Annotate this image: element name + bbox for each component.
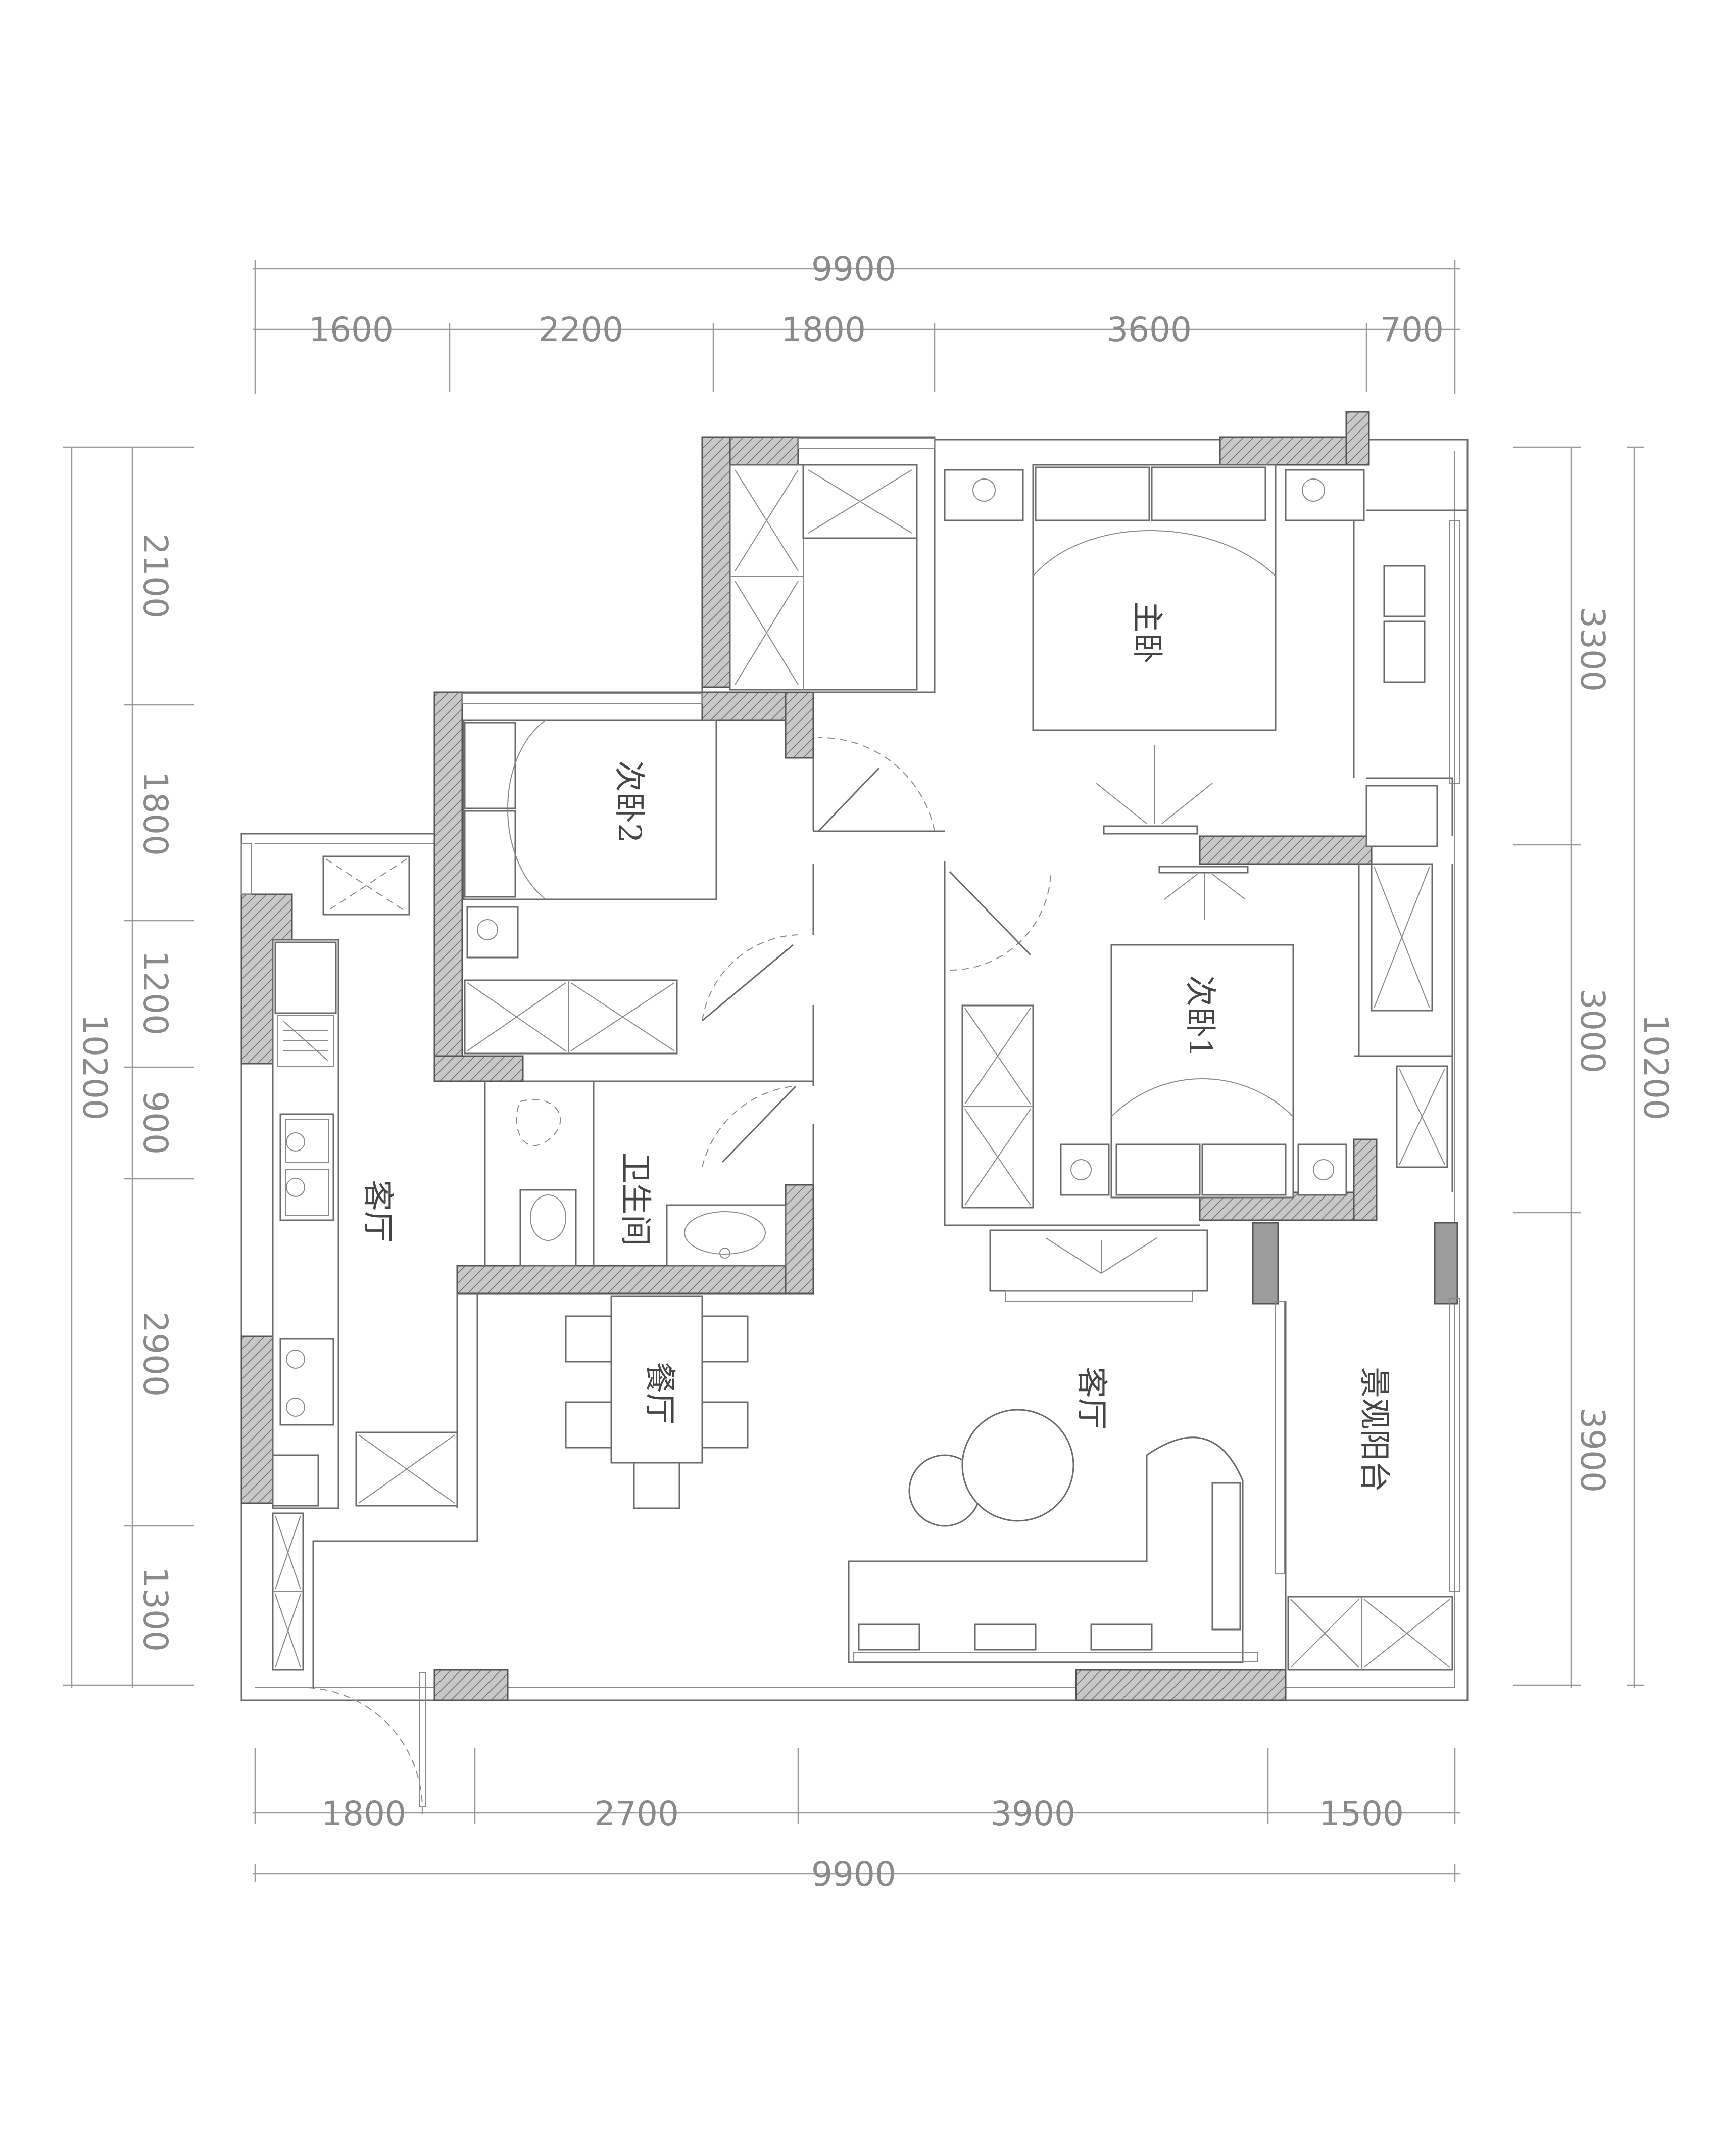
- dim-bottom-total: 9900: [811, 1855, 896, 1894]
- dim-top-seg-3: 1800: [781, 310, 866, 349]
- dim-right-seg-3: 3900: [1573, 1408, 1612, 1493]
- dim-bottom-seg-3: 3900: [991, 1794, 1075, 1833]
- dim-left-seg-4: 900: [136, 1091, 175, 1155]
- wall-column: [1199, 835, 1373, 865]
- interior-walls: [241, 438, 1468, 1688]
- dim-bottom-seg-1: 1800: [321, 1794, 406, 1833]
- label-bathroom: 卫生间: [617, 1152, 654, 1246]
- label-master-bedroom: 主卧: [1129, 601, 1166, 664]
- wall-column: [433, 1055, 524, 1082]
- kitchen-fixtures: [272, 939, 458, 1509]
- bathroom-fixtures: [516, 1099, 787, 1267]
- dim-left-seg-6: 1300: [136, 1567, 175, 1652]
- room-labels: 主卧 次卧2 次卧1 卫生间 客厅 餐厅 客厅 景观阳台: [360, 601, 1393, 1492]
- beds: [463, 464, 1438, 1199]
- dim-bottom-seg-4: 1500: [1319, 1794, 1404, 1833]
- wall-column: [1345, 411, 1370, 466]
- label-dining: 餐厅: [642, 1362, 678, 1424]
- dim-top-total: 9900: [811, 250, 896, 289]
- label-kitchen: 客厅: [360, 1180, 397, 1242]
- label-second-bedroom-1: 次卧1: [1182, 975, 1219, 1058]
- wall-column: [1252, 1222, 1279, 1305]
- wall-column: [433, 691, 463, 1082]
- dimension-left: 10200 2100 1800 1200 900 2900 1300: [63, 446, 194, 1688]
- wall-column: [1434, 1222, 1458, 1305]
- dim-right-total: 10200: [1636, 1014, 1675, 1120]
- doors: [308, 737, 1051, 1819]
- dining-furniture: [565, 1295, 749, 1509]
- label-living: 客厅: [1073, 1367, 1110, 1429]
- dim-left-seg-1: 2100: [136, 534, 175, 618]
- dim-bottom-seg-2: 2700: [594, 1794, 679, 1833]
- wall-column: [785, 1184, 814, 1295]
- dimension-right: 3300 3000 3900 10200: [1513, 446, 1675, 1688]
- wall-column: [1353, 1138, 1378, 1221]
- wardrobes: [272, 464, 1453, 1671]
- dim-left-seg-2: 1800: [136, 771, 175, 856]
- label-second-bedroom-2: 次卧2: [611, 760, 648, 843]
- dim-left-total: 10200: [75, 1014, 114, 1120]
- wall-column: [785, 691, 814, 759]
- dim-top-seg-4: 3600: [1107, 310, 1192, 349]
- dim-left-seg-5: 2900: [136, 1312, 175, 1397]
- dim-top-seg-5: 700: [1380, 310, 1444, 349]
- dimension-bottom: 1800 2700 3900 1500 9900: [253, 1748, 1460, 1894]
- dimension-top: 9900 1600 2200 1800 3600 700: [253, 250, 1460, 394]
- wall-column: [1075, 1669, 1287, 1701]
- dim-left-seg-3: 1200: [136, 950, 175, 1035]
- dim-right-seg-1: 3300: [1573, 607, 1612, 692]
- wall-column: [701, 436, 731, 688]
- living-furniture: [848, 1229, 1258, 1663]
- wall-column: [1219, 436, 1347, 466]
- dim-top-seg-1: 1600: [309, 310, 394, 349]
- wall-column: [456, 1265, 812, 1295]
- dim-top-seg-2: 2200: [539, 310, 623, 349]
- wall-column: [433, 1669, 509, 1701]
- dim-right-seg-2: 3000: [1573, 988, 1612, 1073]
- label-balcony: 景观阳台: [1356, 1367, 1393, 1492]
